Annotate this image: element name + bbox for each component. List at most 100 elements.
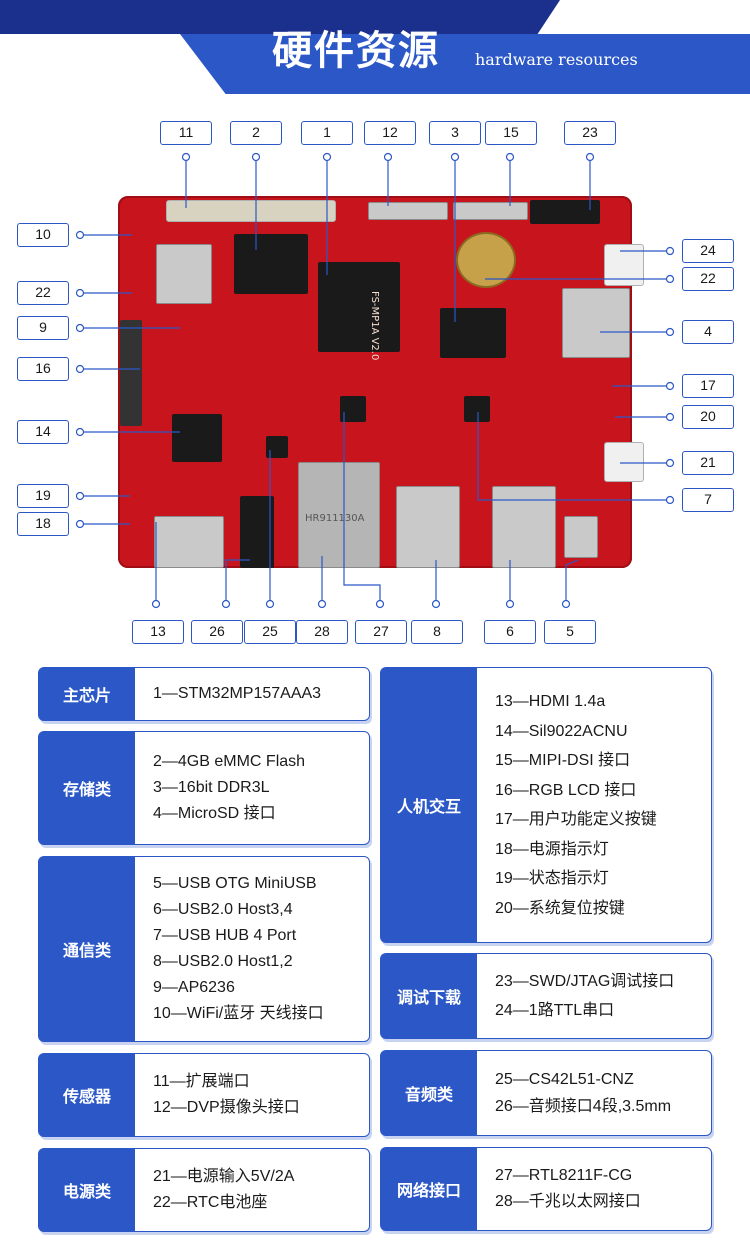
microsd-slot (562, 288, 630, 358)
item-11: 11—扩展端口 (153, 1073, 250, 1090)
callout-7: 7 (682, 488, 734, 512)
callout-2: 2 (230, 121, 282, 145)
item-5: 5—USB OTG MiniUSB (153, 875, 317, 892)
item-18: 18—电源指示灯 (495, 840, 609, 858)
group-power: 电源类 21—电源输入5V/2A 22—RTC电池座 (38, 1148, 370, 1232)
audio-jack (240, 496, 274, 568)
group-storage-tag: 存储类 (39, 732, 135, 844)
group-main-chip: 主芯片 1—STM32MP157AAA3 (38, 667, 370, 721)
group-sensor: 传感器 11—扩展端口 12—DVP摄像头接口 (38, 1053, 370, 1137)
callout-23: 23 (564, 121, 616, 145)
hdmi-port (154, 516, 224, 568)
callout-19: 19 (17, 484, 69, 508)
power-connector (604, 442, 644, 482)
callout-28: 28 (296, 620, 348, 644)
ethernet-label: HR911130A (305, 513, 365, 524)
group-communication: 通信类 5—USB OTG MiniUSB 6—USB2.0 Host3,4 7… (38, 856, 370, 1042)
group-main-chip-items: 1—STM32MP157AAA3 (153, 668, 361, 720)
callout-13: 13 (132, 620, 184, 644)
item-9: 9—AP6236 (153, 979, 235, 996)
usb-hub-chip (464, 396, 490, 422)
usb-host-port-1-2 (396, 486, 460, 568)
item-24: 24—1路TTL串口 (495, 1002, 615, 1019)
item-26: 26—音频接口4段,3.5mm (495, 1098, 672, 1115)
item-15: 15—MIPI-DSI 接口 (495, 752, 631, 769)
callout-8: 8 (411, 620, 463, 644)
callout-26: 26 (191, 620, 243, 644)
item-1: 1—STM32MP157AAA3 (153, 685, 322, 702)
audio-codec-chip (266, 436, 288, 458)
group-debug-tag: 调试下载 (381, 954, 477, 1038)
rtc-battery-holder (456, 232, 516, 288)
mipi-connector (453, 202, 528, 220)
group-power-items: 21—电源输入5V/2A 22—RTC电池座 (153, 1149, 361, 1231)
ethernet-port: HR911130A (298, 462, 380, 568)
group-debug-items: 23—SWD/JTAG调试接口 24—1路TTL串口 (495, 954, 703, 1038)
group-debug: 调试下载 23—SWD/JTAG调试接口 24—1路TTL串口 (380, 953, 712, 1039)
group-power-tag: 电源类 (39, 1149, 135, 1231)
callout-21: 21 (682, 451, 734, 475)
callout-10: 10 (17, 223, 69, 247)
dvp-connector (368, 202, 448, 220)
item-17: 17—用户功能定义按键 (495, 811, 657, 828)
callout-20: 20 (682, 405, 734, 429)
hdmi-tx-chip (172, 414, 222, 462)
group-hmi-items: 13—HDMI 1.4a 14—Sil9022ACNU 15—MIPI-DSI … (495, 668, 703, 942)
item-2: 2—4GB eMMC Flash (153, 753, 306, 770)
wifi-module (156, 244, 212, 304)
callout-15: 15 (485, 121, 537, 145)
item-4: 4—MicroSD 接口 (153, 805, 276, 822)
group-network-items: 27—RTL8211F-CG 28—千兆以太网接口 (495, 1148, 703, 1230)
item-25: 25—CS42L51-CNZ (495, 1071, 634, 1088)
group-audio: 音频类 25—CS42L51-CNZ 26—音频接口4段,3.5mm (380, 1050, 712, 1136)
group-hmi-tag: 人机交互 (381, 668, 477, 942)
item-10: 10—WiFi/蓝牙 天线接口 (153, 1005, 324, 1022)
item-8: 8—USB2.0 Host1,2 (153, 953, 293, 970)
group-communication-items: 5—USB OTG MiniUSB 6—USB2.0 Host3,4 7—USB… (153, 857, 361, 1041)
callout-24: 24 (682, 239, 734, 263)
rgb-lcd-connector (120, 320, 142, 426)
item-28: 28—千兆以太网接口 (495, 1193, 641, 1210)
mini-usb-port (564, 516, 598, 558)
board-image: FS-MP1A V2.0 HR911130A (118, 196, 644, 568)
ethernet-phy-chip (340, 396, 366, 422)
callout-9: 9 (17, 316, 69, 340)
item-21: 21—电源输入5V/2A (153, 1168, 295, 1185)
group-communication-tag: 通信类 (39, 857, 135, 1041)
item-22: 22—RTC电池座 (153, 1194, 268, 1211)
item-13: 13—HDMI 1.4a (495, 693, 606, 710)
item-6: 6—USB2.0 Host3,4 (153, 901, 293, 918)
usb-host-port-3-4 (492, 486, 556, 568)
cpu-chip (318, 262, 400, 352)
jtag-header (530, 200, 600, 224)
callout-22-right: 22 (682, 267, 734, 291)
group-sensor-items: 11—扩展端口 12—DVP摄像头接口 (153, 1054, 361, 1136)
item-14: 14—Sil9022ACNU (495, 722, 628, 740)
item-20: 20—系统复位按键 (495, 899, 625, 917)
callout-5: 5 (544, 620, 596, 644)
group-sensor-tag: 传感器 (39, 1054, 135, 1136)
item-19: 19—状态指示灯 (495, 870, 609, 887)
group-storage-items: 2—4GB eMMC Flash 3—16bit DDR3L 4—MicroSD… (153, 732, 361, 844)
callout-6: 6 (484, 620, 536, 644)
group-audio-items: 25—CS42L51-CNZ 26—音频接口4段,3.5mm (495, 1051, 703, 1135)
callout-11: 11 (160, 121, 212, 145)
uart-connector (604, 244, 644, 286)
ddr-chip (440, 308, 506, 358)
item-7: 7—USB HUB 4 Port (153, 927, 297, 944)
group-network: 网络接口 27—RTL8211F-CG 28—千兆以太网接口 (380, 1147, 712, 1231)
callout-27: 27 (355, 620, 407, 644)
group-storage: 存储类 2—4GB eMMC Flash 3—16bit DDR3L 4—Mic… (38, 731, 370, 845)
emmc-chip (234, 234, 308, 294)
page-subtitle: hardware resources (475, 50, 638, 69)
item-23: 23—SWD/JTAG调试接口 (495, 973, 675, 990)
item-27: 27—RTL8211F-CG (495, 1167, 633, 1184)
header-band-dark (0, 0, 560, 34)
callout-18: 18 (17, 512, 69, 536)
group-audio-tag: 音频类 (381, 1051, 477, 1135)
item-16: 16—RGB LCD 接口 (495, 781, 637, 799)
header-band-blue (180, 34, 750, 94)
callout-14: 14 (17, 420, 69, 444)
callout-22-left: 22 (17, 281, 69, 305)
callout-25: 25 (244, 620, 296, 644)
